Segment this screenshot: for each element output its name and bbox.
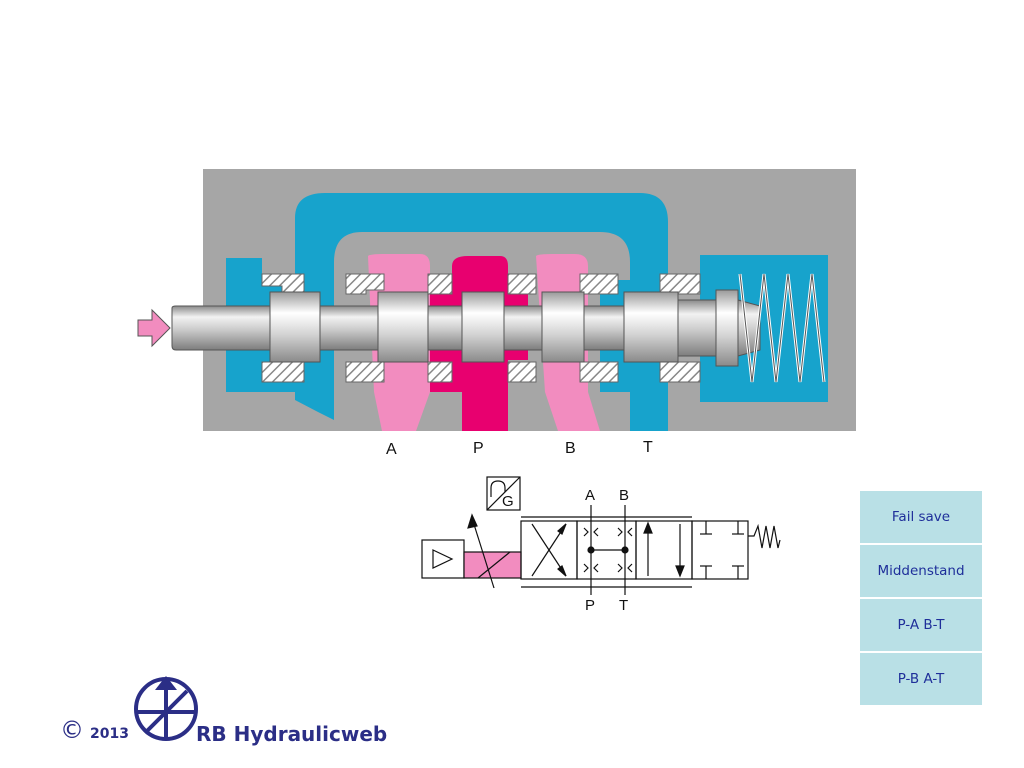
symbol-label-b: B — [619, 487, 629, 504]
symbol-label-a: A — [585, 487, 595, 504]
proportional-solenoid — [463, 551, 522, 579]
pb-at-button[interactable]: P-B A-T — [860, 653, 982, 705]
symbol-label-p: P — [585, 597, 595, 614]
position-sensor-box — [486, 476, 521, 511]
port-label-p: P — [473, 440, 484, 457]
footer: © 2013 RB Hydraulicweb — [60, 676, 400, 748]
middenstand-button[interactable]: Middenstand — [860, 545, 982, 597]
port-label-a: A — [386, 441, 397, 458]
copyright-symbol: © — [60, 716, 84, 744]
pa-bt-button[interactable]: P-A B-T — [860, 599, 982, 651]
pilot-box — [421, 539, 465, 579]
symbol-label-t: T — [619, 597, 628, 614]
hydraulic-symbol — [421, 476, 781, 595]
port-label-b: B — [565, 440, 576, 457]
spring-outline — [739, 273, 825, 383]
hydraulicweb-logo-icon — [134, 676, 198, 741]
pilot-triangle — [432, 549, 454, 569]
spool — [171, 289, 761, 367]
housing-seals — [261, 273, 701, 383]
copyright-year: 2013 — [90, 726, 129, 742]
mode-panel: Fail save Middenstand P-A B-T P-B A-T — [860, 491, 982, 707]
sensor-g-label: G — [502, 493, 514, 510]
copyright: © 2013 — [60, 716, 129, 744]
fail-save-button[interactable]: Fail save — [860, 491, 982, 543]
symbol-spring — [748, 523, 781, 549]
port-label-t: T — [643, 439, 653, 456]
brand-name: RB Hydraulicweb — [196, 722, 388, 746]
actuation-arrow — [137, 308, 171, 348]
